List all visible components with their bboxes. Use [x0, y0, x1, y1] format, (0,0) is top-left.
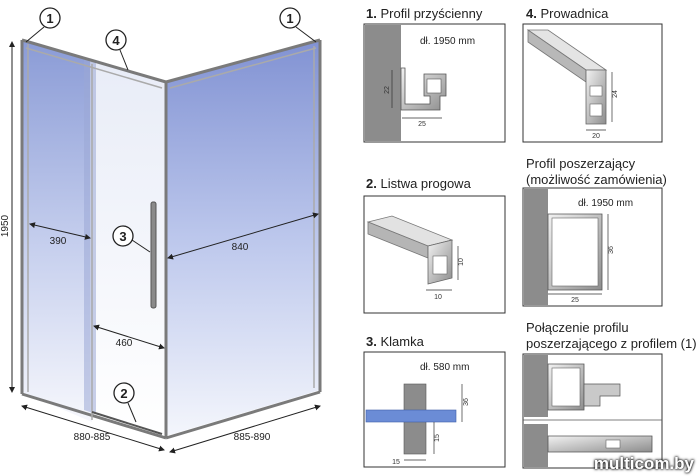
svg-text:36: 36 — [608, 246, 615, 254]
dim-front-width: 880-885 — [74, 432, 111, 443]
svg-text:10: 10 — [434, 294, 442, 301]
svg-text:24: 24 — [612, 90, 619, 98]
callout-3: 3 — [112, 225, 151, 253]
callout-2: 2 — [113, 382, 137, 423]
caption-profile-connection: Połączenie profilu poszerzającego z prof… — [526, 320, 697, 351]
svg-text:10: 10 — [458, 258, 465, 266]
svg-text:36: 36 — [463, 398, 470, 406]
svg-text:3: 3 — [119, 229, 126, 244]
svg-text:25: 25 — [418, 121, 426, 128]
caption-guide-rail: 4. Prowadnica — [526, 6, 609, 21]
svg-text:22: 22 — [384, 86, 391, 94]
svg-text:1: 1 — [286, 11, 293, 26]
callout-1-right: 1 — [279, 7, 317, 43]
callout-1-left: 1 — [25, 7, 61, 43]
watermark: multicom.by — [593, 454, 694, 473]
dimension-lines — [9, 41, 321, 454]
svg-text:15: 15 — [392, 459, 400, 466]
door-handle — [150, 201, 157, 309]
svg-text:15: 15 — [434, 434, 441, 442]
svg-text:2: 2 — [120, 386, 127, 401]
detail-profile-connection — [522, 353, 663, 469]
front-fixed-glass — [22, 40, 92, 422]
callout-4: 4 — [105, 29, 129, 71]
svg-text:dł. 1950 mm: dł. 1950 mm — [578, 198, 633, 209]
caption-threshold-strip: 2. Listwa progowa — [366, 176, 471, 191]
detail-widening-profile: dł. 1950 mm 36 25 — [522, 187, 663, 307]
door-edge — [84, 58, 96, 414]
svg-text:25: 25 — [571, 297, 579, 304]
svg-text:20: 20 — [592, 133, 600, 140]
detail-threshold-strip: 10 10 — [363, 195, 506, 314]
detail-guide-rail: 24 20 — [522, 23, 663, 143]
svg-text:dł. 580 mm: dł. 580 mm — [420, 362, 469, 373]
shower-cabin — [20, 38, 322, 440]
caption-handle: 3. Klamka — [366, 334, 424, 349]
detail-wall-profile: dł. 1950 mm 22 25 — [363, 23, 506, 143]
cabin-frame — [20, 38, 322, 440]
dim-side-width: 885-890 — [234, 432, 271, 443]
svg-text:1: 1 — [46, 11, 53, 26]
caption-wall-profile: 1. Profil przyścienny — [366, 6, 483, 21]
dim-height: 1950 — [0, 214, 11, 237]
svg-text:4: 4 — [112, 33, 120, 48]
side-glass — [166, 40, 320, 436]
caption-widening-profile: Profil poszerzający (możliwość zamówieni… — [526, 156, 667, 187]
dim-left-upper: 390 — [50, 236, 67, 247]
dim-right-upper: 840 — [232, 242, 249, 253]
dim-left-lower: 460 — [116, 338, 133, 349]
detail-handle: dł. 580 mm 36 15 15 — [363, 351, 506, 468]
svg-text:dł. 1950 mm: dł. 1950 mm — [420, 36, 475, 47]
